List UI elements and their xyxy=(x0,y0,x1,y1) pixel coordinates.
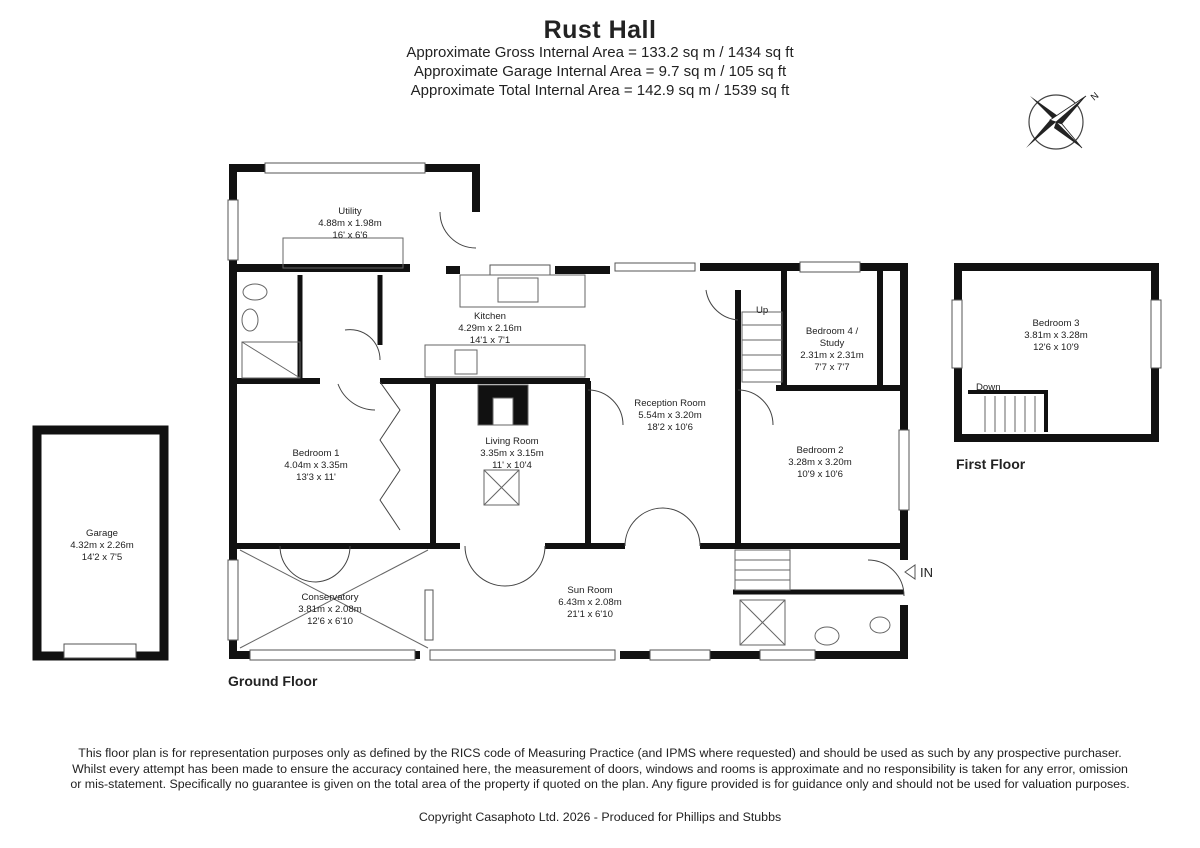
living-metric: 3.35m x 3.15m xyxy=(480,448,543,459)
utility-name: Utility xyxy=(338,206,362,217)
stairs-ground xyxy=(734,311,791,591)
kitchen-name: Kitchen xyxy=(474,311,506,322)
sunroom-imperial: 21'1 x 6'10 xyxy=(567,609,613,620)
utility-metric: 4.88m x 1.98m xyxy=(318,218,381,229)
sunroom-metric: 6.43m x 2.08m xyxy=(558,597,621,608)
total-area-text: Approximate Total Internal Area = 142.9 … xyxy=(410,82,790,99)
garage-metric: 4.32m x 2.26m xyxy=(70,540,133,551)
gross-area-text: Approximate Gross Internal Area = 133.2 … xyxy=(406,44,794,61)
garage-imperial: 14'2 x 7'5 xyxy=(82,552,122,563)
sunroom-name: Sun Room xyxy=(567,585,612,596)
bedroom2-imperial: 10'9 x 10'6 xyxy=(797,469,843,480)
kitchen-imperial: 14'1 x 7'1 xyxy=(470,335,510,346)
stairs-down-label: Down xyxy=(976,382,1001,393)
doors xyxy=(279,211,905,597)
reception-metric: 5.54m x 3.20m xyxy=(638,410,701,421)
conservatory-imperial: 12'6 x 6'10 xyxy=(307,616,353,627)
living-imperial: 11' x 10'4 xyxy=(492,460,532,471)
utility-imperial: 16' x 6'6 xyxy=(332,230,367,241)
stairs-up-label: Up xyxy=(756,305,768,316)
bedroom4-metric: 2.31m x 2.31m xyxy=(800,350,863,361)
reception-imperial: 18'2 x 10'6 xyxy=(647,422,693,433)
garage-name: Garage xyxy=(86,528,118,539)
bedroom3-metric: 3.81m x 3.28m xyxy=(1024,330,1087,341)
ground-floor-walls xyxy=(229,164,908,659)
disclaimer-text: This floor plan is for representation pu… xyxy=(70,746,1130,792)
first-floor-label: First Floor xyxy=(956,456,1026,472)
compass-icon: N xyxy=(1026,90,1101,150)
reception-name: Reception Room xyxy=(634,398,705,409)
bedroom4-name: Study xyxy=(820,338,845,349)
bedroom4-name-line1: Bedroom 4 / xyxy=(806,326,859,337)
fittings xyxy=(239,237,891,649)
conservatory-name: Conservatory xyxy=(301,592,358,603)
room-labels: Utility 4.88m x 1.98m 16' x 6'6 Kitchen … xyxy=(70,206,1087,627)
bedroom2-name: Bedroom 2 xyxy=(797,445,844,456)
garage-area-text: Approximate Garage Internal Area = 9.7 s… xyxy=(413,63,787,80)
windows xyxy=(227,162,910,661)
entrance-label: IN xyxy=(920,565,933,580)
conservatory-metric: 3.81m x 2.08m xyxy=(298,604,361,615)
bedroom1-name: Bedroom 1 xyxy=(293,448,340,459)
first-floor-outline xyxy=(951,263,1162,442)
floor-plan: N xyxy=(32,90,1162,689)
entrance-marker: IN xyxy=(904,564,933,580)
kitchen-metric: 4.29m x 2.16m xyxy=(458,323,521,334)
copyright-text: Copyright Casaphoto Ltd. 2026 - Produced… xyxy=(418,810,782,824)
page-title: Rust Hall xyxy=(543,16,657,44)
bedroom3-imperial: 12'6 x 10'9 xyxy=(1033,342,1079,353)
bedroom3-name: Bedroom 3 xyxy=(1033,318,1080,329)
compass-north-label: N xyxy=(1089,90,1101,103)
bedroom4-imperial: 7'7 x 7'7 xyxy=(814,362,849,373)
bedroom1-metric: 4.04m x 3.35m xyxy=(284,460,347,471)
living-name: Living Room xyxy=(485,436,538,447)
bedroom2-metric: 3.28m x 3.20m xyxy=(788,457,851,468)
ground-floor-label: Ground Floor xyxy=(228,673,318,689)
bedroom1-imperial: 13'3 x 11' xyxy=(296,472,336,483)
garage-outline xyxy=(32,425,169,661)
